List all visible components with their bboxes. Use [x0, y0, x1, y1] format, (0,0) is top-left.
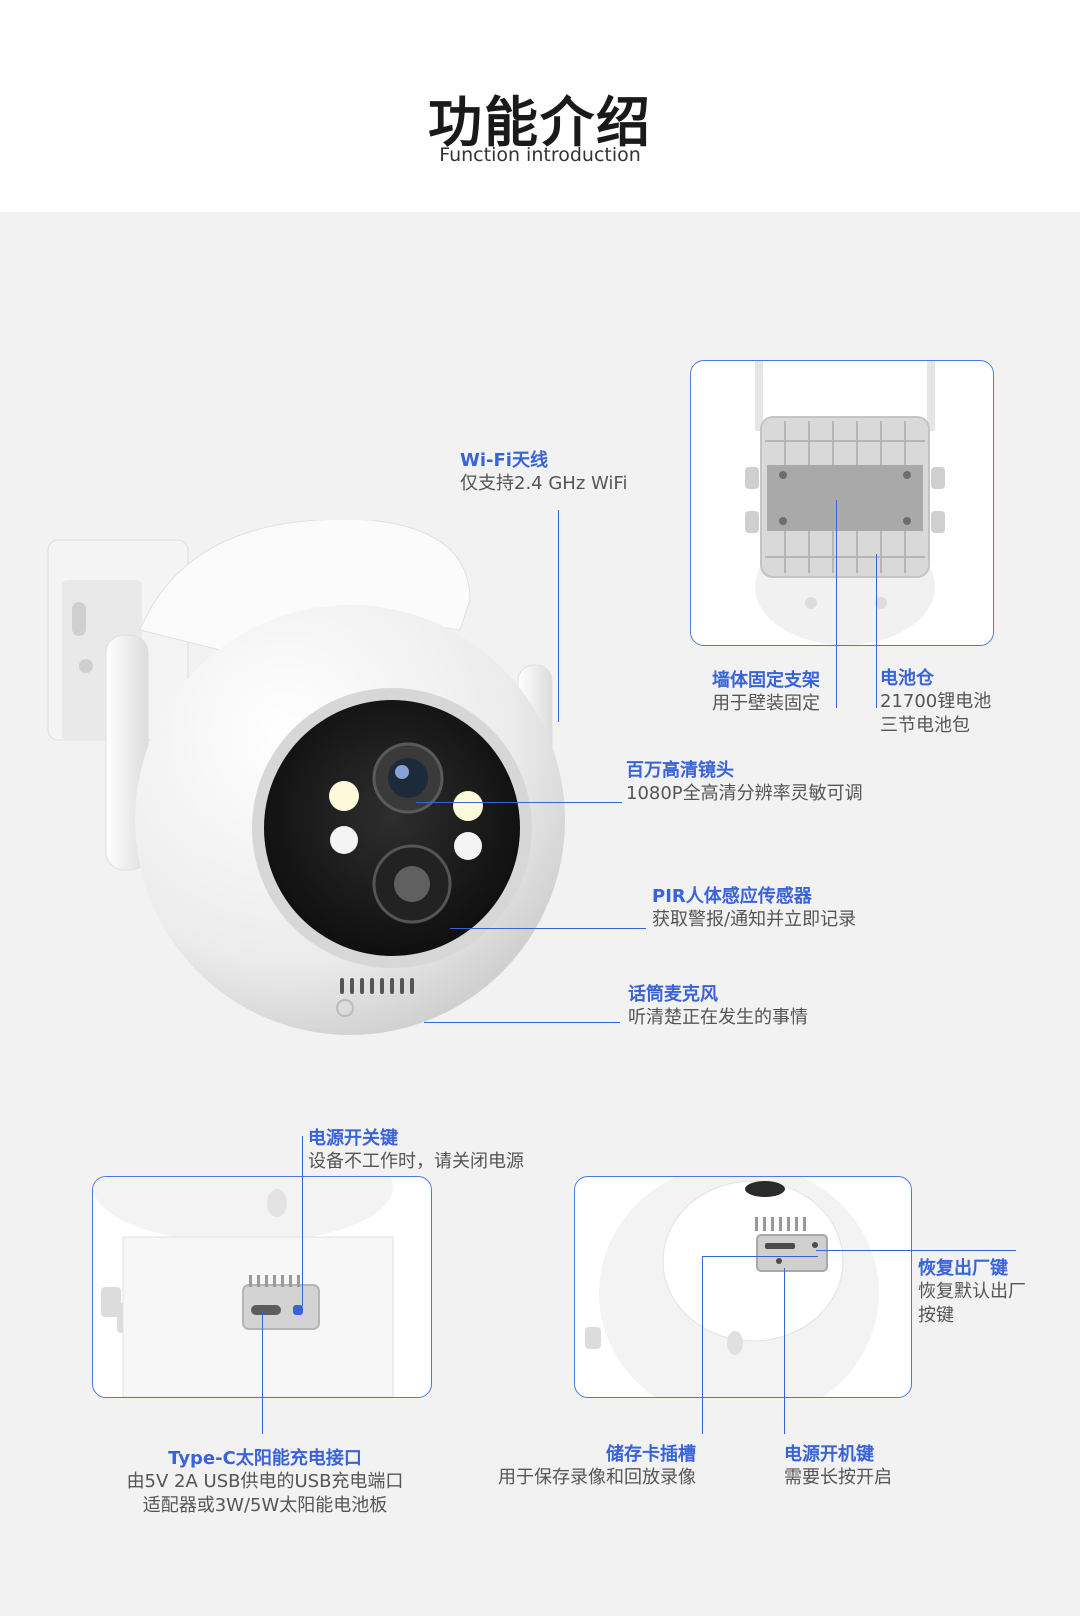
- battery-desc-1: 21700锂电池: [880, 691, 992, 712]
- wifi-title: Wi-Fi天线: [460, 450, 548, 471]
- bracket-label: 墙体固定支架 用于壁装固定: [712, 670, 820, 716]
- power-switch-leader-line: [302, 1136, 303, 1306]
- wifi-desc: 仅支持2.4 GHz WiFi: [460, 473, 628, 494]
- sdcard-label: 储存卡插槽 用于保存录像和回放录像: [484, 1444, 696, 1490]
- reset-leader-line: [816, 1250, 1016, 1251]
- sdcard-desc: 用于保存录像和回放录像: [498, 1467, 696, 1488]
- pir-title: PIR人体感应传感器: [652, 886, 812, 907]
- mic-leader-line: [424, 1022, 620, 1023]
- reset-desc-2: 按键: [918, 1305, 954, 1326]
- power-on-leader-line: [784, 1268, 785, 1434]
- lens-label: 百万高清镜头 1080P全高清分辨率灵敏可调: [626, 760, 863, 806]
- sd-card-box: [574, 1176, 912, 1398]
- typec-label: Type-C太阳能充电接口 由5V 2A USB供电的USB充电端口 适配器或3…: [110, 1448, 420, 1518]
- page-title: 功能介绍: [428, 91, 652, 154]
- lens-leader-line: [416, 802, 622, 803]
- bracket-leader-line: [836, 500, 837, 708]
- battery-desc-2: 三节电池包: [880, 715, 970, 736]
- typec-desc-2: 适配器或3W/5W太阳能电池板: [142, 1495, 388, 1516]
- pir-label: PIR人体感应传感器 获取警报/通知并立即记录: [652, 886, 856, 932]
- reset-label: 恢复出厂键 恢复默认出厂 按键: [918, 1258, 1026, 1328]
- battery-leader-line: [876, 554, 877, 708]
- mic-desc: 听清楚正在发生的事情: [628, 1007, 808, 1028]
- sd-card-illustration: [585, 1177, 879, 1397]
- reset-desc-1: 恢复默认出厂: [918, 1281, 1026, 1302]
- battery-compartment-box: [690, 360, 994, 646]
- mic-title: 话筒麦克风: [628, 984, 718, 1005]
- lens-desc: 1080P全高清分辨率灵敏可调: [626, 783, 863, 804]
- wifi-label: Wi-Fi天线 仅支持2.4 GHz WiFi: [460, 450, 627, 496]
- typec-leader-line: [262, 1310, 263, 1434]
- page-subtitle: Function introduction: [439, 144, 641, 166]
- lens-title: 百万高清镜头: [626, 760, 734, 781]
- reset-title: 恢复出厂键: [918, 1258, 1008, 1279]
- typec-port-illustration: [93, 1177, 394, 1397]
- power-switch-title: 电源开关键: [308, 1128, 398, 1149]
- power-switch-label: 电源开关键 设备不工作时，请关闭电源: [308, 1128, 524, 1174]
- header: 功能介绍 Function introduction: [0, 0, 1080, 212]
- bracket-title: 墙体固定支架: [712, 670, 820, 691]
- mic-label: 话筒麦克风 听清楚正在发生的事情: [628, 984, 808, 1030]
- battery-title: 电池仓: [880, 668, 934, 689]
- sdcard-leader-h: [702, 1256, 818, 1257]
- pir-leader-line: [450, 928, 646, 929]
- power-on-title: 电源开机键: [784, 1444, 874, 1465]
- wifi-leader-line: [558, 510, 559, 722]
- typec-title: Type-C太阳能充电接口: [168, 1448, 362, 1469]
- battery-compartment-illustration: [745, 361, 945, 645]
- power-switch-desc: 设备不工作时，请关闭电源: [308, 1151, 524, 1172]
- bracket-desc: 用于壁装固定: [712, 693, 820, 714]
- sdcard-title: 储存卡插槽: [606, 1444, 696, 1465]
- typec-desc-1: 由5V 2A USB供电的USB充电端口: [126, 1471, 404, 1492]
- battery-label: 电池仓 21700锂电池 三节电池包: [880, 668, 991, 738]
- sdcard-leader-v: [702, 1256, 703, 1434]
- camera-illustration: [47, 520, 565, 1035]
- pir-desc: 获取警报/通知并立即记录: [652, 909, 857, 930]
- power-on-desc: 需要长按开启: [784, 1467, 892, 1488]
- power-on-label: 电源开机键 需要长按开启: [784, 1444, 892, 1490]
